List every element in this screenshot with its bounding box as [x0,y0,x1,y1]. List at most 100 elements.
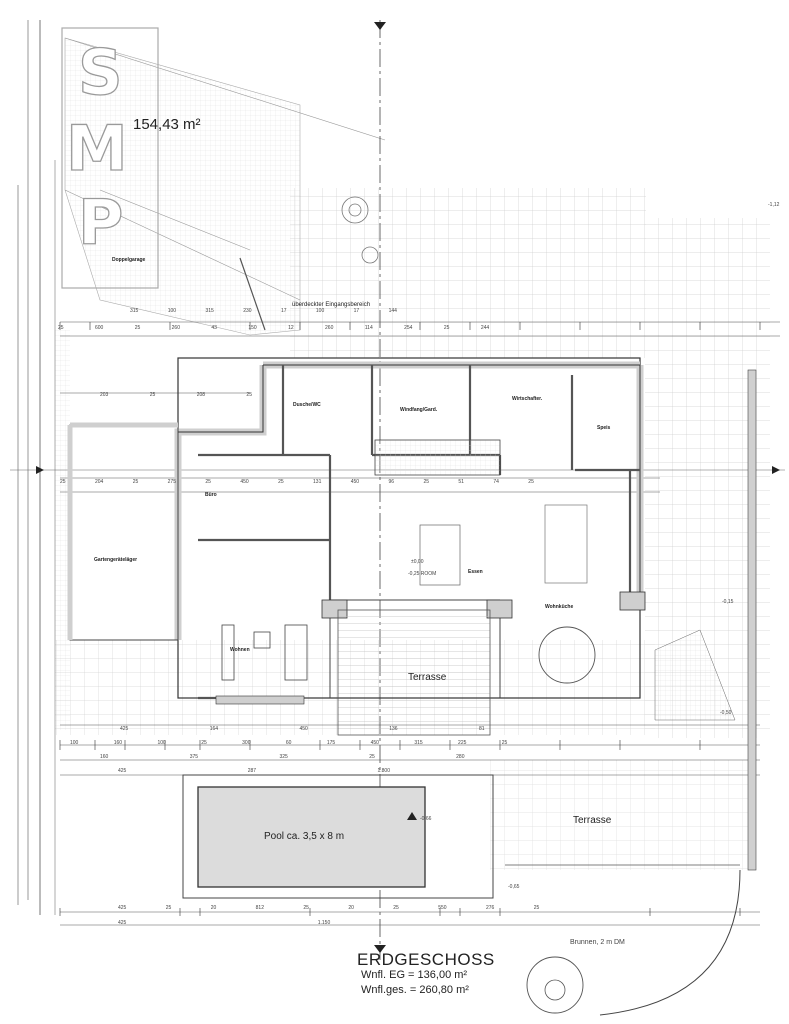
dim-value: 25 [134,325,141,331]
dim-row2: 25 600 25 260 43 150 12 260 114 254 25 2… [58,326,489,331]
storage-label: Gartengeräteläger [94,557,138,563]
dim-value: 25 [165,905,172,911]
dim-value: 25 [278,479,284,485]
dim-value: 1.800 [377,768,390,774]
dim-value: 1.150 [317,920,331,926]
dim-value: 100 [157,740,166,746]
dim-value: 276 [485,905,495,911]
dim-value: 315 [130,308,139,314]
dim-value: 74 [493,479,499,485]
kitchen-label: Wohnküche [545,604,574,610]
dim-value: 25 [60,479,66,485]
dim-value: 450 [370,740,379,746]
dim-value: 164 [209,726,219,732]
dim-value: 17 [280,308,287,314]
dining-label: Essen [468,569,483,575]
dim-value: 136 [389,726,398,732]
dim-value: 287 [247,768,257,774]
dim-row1: 315 100 315 230 17 100 17 144 [130,309,397,314]
tiled-lower-right [490,760,750,870]
pool-label: Pool ca. 3,5 x 8 m [264,831,345,842]
dim-value: 315 [205,308,214,314]
logo-letter-p: P [77,186,124,259]
dim-row3: 203 25 208 25 [100,393,252,398]
pantry-label: Speis [597,425,611,431]
dim-value: 204 [94,479,104,485]
site-area-label: 154,43 m² [133,116,201,133]
dim-value: 25 [201,740,207,746]
dim-value: 203 [100,392,109,398]
storage-room [69,424,179,641]
dim-value: 25 [132,479,139,485]
dim-value: 275 [167,479,176,485]
fountain [526,956,584,1014]
dim-value: 260 [325,325,334,331]
tiled-entrance-area [290,188,646,358]
dim-value: 25 [528,479,534,485]
level-center: -0,25 ROOM [408,571,437,577]
dim-value: 25 [443,325,450,331]
dim-value: 160 [100,754,109,760]
dim-value: 100 [70,740,79,746]
drawing-title: ERDGESCHOSS [357,950,495,969]
dim-value: 375 [189,754,199,760]
carport-label: Doppelgarage [112,257,146,263]
dim-value: 25 [393,905,399,911]
living-area-eg: Wnfl. EG = 136,00 m² [361,969,468,981]
terrace-center-label: Terrasse [408,672,447,683]
dim-value: 12 [288,325,294,331]
dim-value: 43 [211,325,217,331]
dim-value: 208 [196,392,206,398]
utility-label: Wirtschafter. [512,396,543,402]
dim-row7: 160 375 325 25 280 [100,755,465,760]
pool [197,786,426,888]
dim-value: 225 [458,740,467,746]
dim-row6: 100 160 100 25 300 60 175 450 315 225 25 [70,741,507,746]
dim-value: 114 [364,325,373,331]
level-top: -1,12 [768,202,780,208]
logo-letter-s: S [77,36,123,109]
dim-value: 25 [501,740,508,746]
dim-row4: 25 204 25 275 25 450 25 131 450 96 25 51… [60,480,534,485]
level-right: -0,15 [722,599,734,605]
dim-row5: 425 164 450 136 81 [120,727,485,732]
dim-value: 100 [167,308,177,314]
dim-value: 230 [243,308,252,314]
dim-value: 325 [279,754,288,760]
dim-value: 300 [242,740,251,746]
dim-value: 450 [299,726,308,732]
level-pool-low: -0,65 [508,884,520,890]
office-label: Büro [205,492,217,498]
dim-row9: 425 25 20 812 25 20 25 550 276 25 [118,906,539,911]
dining-table [419,524,461,586]
dim-value: 17 [353,308,360,314]
dim-value: 25 [533,905,540,911]
dim-value: 260 [171,325,180,331]
dim-value: 131 [313,479,322,485]
living-area-total: Wnfl.ges. = 260,80 m² [361,984,469,996]
dim-value: 25 [205,479,211,485]
dim-value: 20 [348,905,354,911]
dim-value: 100 [315,308,325,314]
dim-value: 25 [58,325,64,331]
dim-value: 51 [458,479,464,485]
tiled-left-strip [55,330,70,730]
dim-value: 25 [303,905,309,911]
dim-row8: 425 287 1.800 [118,769,390,774]
dim-value: 25 [423,479,429,485]
dim-value: 450 [350,479,360,485]
dim-value: 244 [480,325,490,331]
level-pool: -0,66 [420,816,432,822]
dim-value: 280 [456,754,465,760]
dim-value: 60 [285,740,292,746]
terrace-right-label: Terrasse [573,815,612,826]
dim-value: 150 [248,325,257,331]
dim-row10: 425 1.150 [118,921,330,926]
dim-value: 25 [246,392,252,398]
dim-value: 160 [113,740,123,746]
dim-value: 144 [388,308,397,314]
dim-value: 550 [438,905,447,911]
logo-letter-m: M [65,112,128,185]
dim-value: 425 [118,920,127,926]
